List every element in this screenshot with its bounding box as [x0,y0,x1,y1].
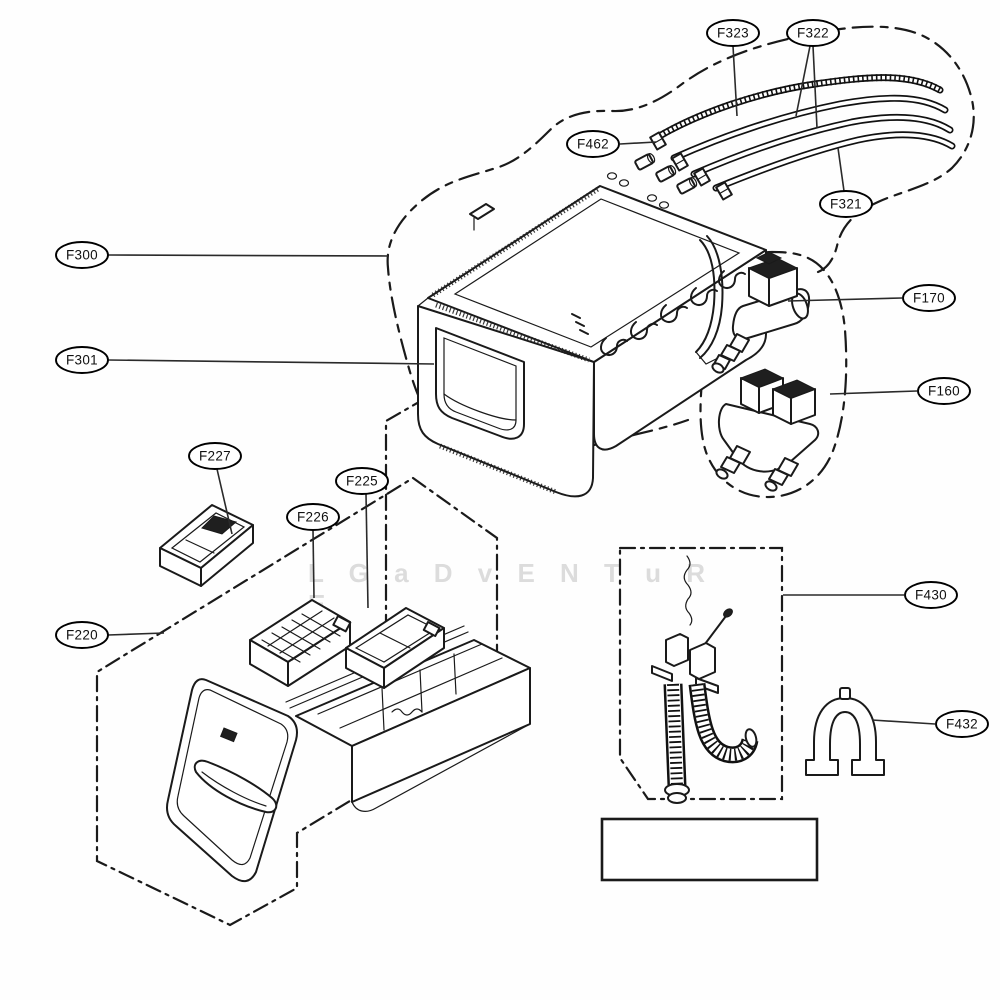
callout-label: F226 [297,510,329,525]
note-box [600,817,819,882]
callout-label: F432 [946,717,978,732]
callout-F160[interactable]: F160 [917,377,971,405]
callout-F430[interactable]: F430 [904,581,958,609]
callout-F301[interactable]: F301 [55,346,109,374]
leader-line-F227 [216,468,233,535]
callout-F226[interactable]: F226 [286,503,340,531]
callout-bubble[interactable] [335,467,389,495]
hose-holder-clip [805,687,885,776]
callout-F225[interactable]: F225 [335,467,389,495]
callout-bubble[interactable] [917,377,971,405]
callout-F432[interactable]: F432 [935,710,989,738]
separator-dash-line [384,396,428,625]
dispenser-tray [345,607,445,689]
hose-stubs [634,153,698,195]
leader-lines [107,45,936,725]
callout-bubble[interactable] [55,241,109,269]
callout-label: F323 [717,26,749,41]
callout-label: F227 [199,449,231,464]
leader-line-F301 [107,359,435,365]
softener-cup [159,504,254,587]
drawer-group-enclosure [95,476,499,927]
leader-line-F220 [107,632,165,636]
callout-F462[interactable]: F462 [566,130,620,158]
hose-clamps [649,131,733,201]
callout-F227[interactable]: F227 [188,442,242,470]
callout-F300[interactable]: F300 [55,241,109,269]
callout-bubble[interactable] [566,130,620,158]
lid-holes [606,172,670,209]
callout-bubble[interactable] [819,190,873,218]
callout-F220[interactable]: F220 [55,621,109,649]
lid-tab [469,203,495,220]
callout-bubble[interactable] [904,581,958,609]
callout-label: F300 [66,248,98,263]
callout-F323[interactable]: F323 [706,19,760,47]
callout-label: F225 [346,474,378,489]
callout-bubble[interactable] [55,621,109,649]
leader-line-F321 [837,147,845,192]
hose-group-enclosure [618,546,784,801]
leader-line-F322 [812,45,818,129]
leader-line-F160 [829,390,918,395]
callout-label: F462 [577,137,609,152]
dispenser-grid-tray [249,599,352,687]
leader-line-F225 [365,493,369,609]
callout-label: F160 [928,384,960,399]
leader-line-F322 [795,45,811,117]
drawer-assembly [166,625,531,883]
leader-line-F323 [732,45,738,117]
callout-F321[interactable]: F321 [819,190,873,218]
corrugated-hose [654,74,942,142]
callout-bubble[interactable] [935,710,989,738]
leader-line-F300 [107,254,389,257]
callout-bubble[interactable] [786,19,840,47]
leader-line-F226 [312,529,315,599]
inlet-hoses [649,74,956,201]
callout-label: F220 [66,628,98,643]
fill-hose-assembly [651,555,759,804]
callout-bubble[interactable] [55,346,109,374]
callout-bubble[interactable] [188,442,242,470]
callout-label: F322 [797,26,829,41]
drawer-opening [435,327,525,440]
nozzle-cutouts [571,270,746,356]
callout-label: F301 [66,353,98,368]
leader-line-F432 [871,719,936,725]
main-assembly-enclosure [386,25,975,459]
callout-F322[interactable]: F322 [786,19,840,47]
dispenser-assembly [417,153,767,498]
inlet-valve-double [715,368,820,492]
leader-line-F170 [787,297,903,302]
leader-line-F462 [619,141,657,145]
callout-F170[interactable]: F170 [902,284,956,312]
callout-bubble[interactable] [286,503,340,531]
callout-bubble[interactable] [902,284,956,312]
callout-bubble[interactable] [706,19,760,47]
callout-label: F321 [830,197,862,212]
callout-label: F170 [913,291,945,306]
drawer-handle [193,759,278,814]
callout-label: F430 [915,588,947,603]
